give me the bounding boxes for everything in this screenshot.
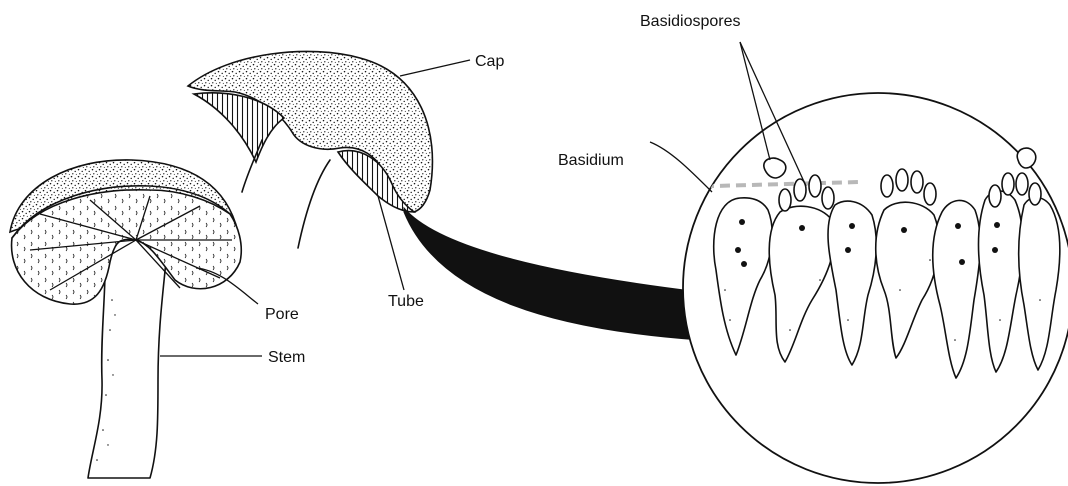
magnified-view [640, 93, 1068, 483]
magnification-wedge [404, 208, 700, 340]
label-cap: Cap [475, 53, 504, 70]
whole-mushroom-illustration [10, 160, 241, 478]
label-basidiospores: Basidiospores [640, 13, 741, 30]
released-spore [1017, 148, 1036, 168]
label-basidium: Basidium [558, 152, 624, 169]
label-tube: Tube [388, 293, 424, 310]
label-stem: Stem [268, 349, 305, 366]
label-pore: Pore [265, 306, 299, 323]
cap-section [188, 51, 432, 212]
